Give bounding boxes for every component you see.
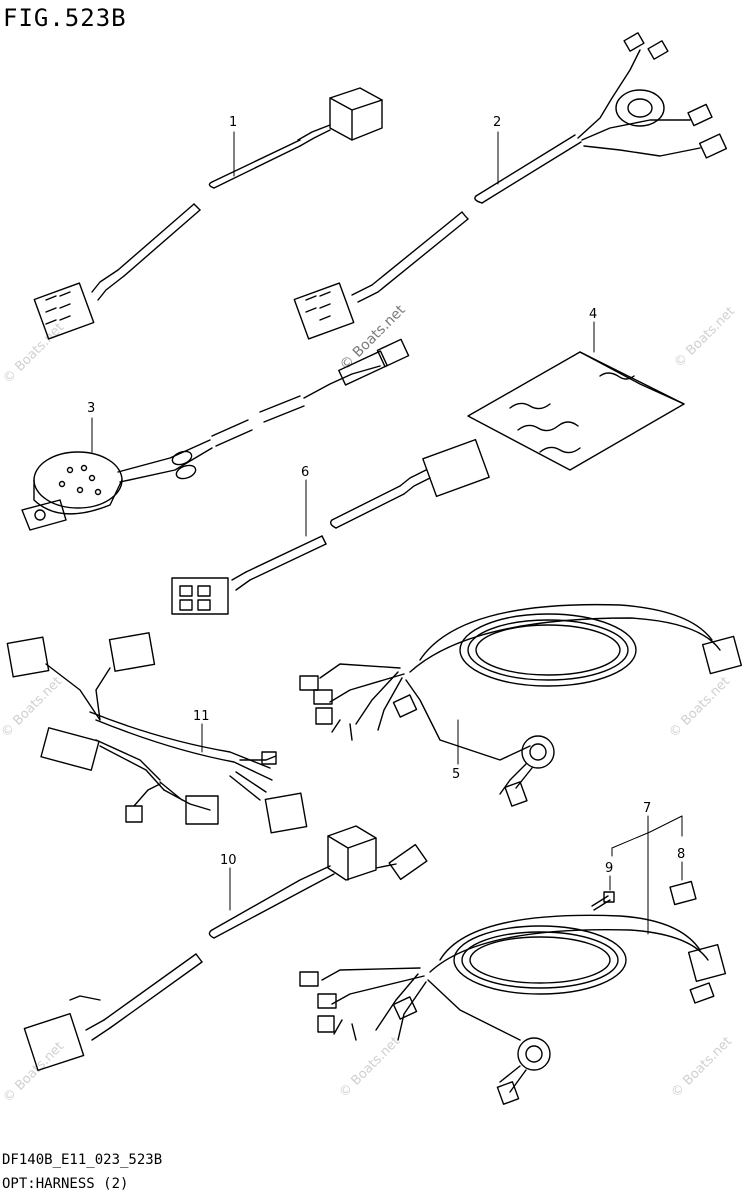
part-5-harness (299, 603, 743, 807)
part-1-harness (33, 87, 383, 340)
part-8-connector (669, 880, 697, 906)
callout-4: 4 (589, 307, 597, 322)
part-10-harness (23, 825, 428, 1072)
callout-7: 7 (643, 801, 651, 816)
figure-code: DF140B_E11_023_523B (2, 1152, 163, 1168)
part-3-buzzer (21, 338, 410, 531)
callout-5: 5 (452, 767, 460, 782)
callout-2: 2 (493, 115, 501, 130)
part-9-pin (591, 891, 615, 911)
callout-10: 10 (220, 853, 237, 868)
callout-3: 3 (87, 401, 95, 416)
callout-8: 8 (677, 847, 685, 862)
part-6-harness (171, 438, 490, 615)
callouts: 1 2 3 4 5 6 7 8 9 10 11 (87, 115, 685, 876)
callout-1: 1 (229, 115, 237, 130)
part-4-bag (467, 351, 685, 471)
leader-lines (91, 131, 683, 935)
part-7-harness (299, 914, 727, 1105)
callout-6: 6 (301, 465, 309, 480)
callout-9: 9 (605, 861, 613, 876)
callout-11: 11 (193, 709, 210, 724)
part-11-harness (6, 632, 308, 834)
figure-caption: OPT:HARNESS (2) (2, 1176, 129, 1192)
figure-title: FIG.523B (3, 4, 127, 32)
part-2-harness (293, 32, 728, 340)
